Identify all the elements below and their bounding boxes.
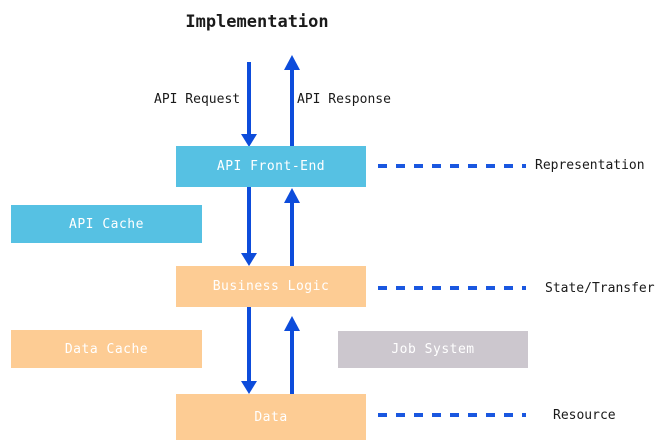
- arrow-business-logic-to-data: [241, 307, 257, 394]
- arrow-frontend-to-business-logic: [241, 187, 257, 266]
- edge-label-api-request: API Request: [154, 92, 240, 107]
- node-label: Data: [254, 409, 288, 425]
- side-label-text: State/Transfer: [545, 281, 655, 296]
- arrow-data-to-business-logic: [284, 316, 300, 394]
- side-label-resource: Resource: [553, 408, 616, 423]
- edge-label-text: API Request: [154, 92, 241, 107]
- node-api-front-end[interactable]: API Front-End: [176, 146, 366, 187]
- node-label: Data Cache: [64, 341, 149, 357]
- page-title: Implementation: [185, 12, 329, 32]
- node-label: Business Logic: [212, 279, 330, 294]
- node-label: API Front-End: [216, 159, 326, 174]
- node-data-cache[interactable]: Data Cache: [11, 330, 202, 368]
- edge-label-api-response: API Response: [297, 92, 391, 107]
- node-api-cache[interactable]: API Cache: [11, 205, 202, 243]
- node-job-system[interactable]: Job System: [338, 331, 528, 368]
- node-label: API Cache: [69, 216, 144, 232]
- arrow-business-logic-to-frontend: [284, 188, 300, 266]
- side-label-state-transfer: State/Transfer: [545, 281, 655, 296]
- node-business-logic[interactable]: Business Logic: [176, 266, 366, 307]
- arrow-request-to-frontend: [241, 62, 257, 147]
- node-data[interactable]: Data: [176, 394, 366, 440]
- side-label-text: Representation: [535, 158, 645, 173]
- side-label-text: Resource: [553, 408, 616, 423]
- node-label: Job System: [391, 342, 475, 357]
- side-label-representation: Representation: [535, 158, 645, 173]
- edge-label-text: API Response: [297, 92, 391, 107]
